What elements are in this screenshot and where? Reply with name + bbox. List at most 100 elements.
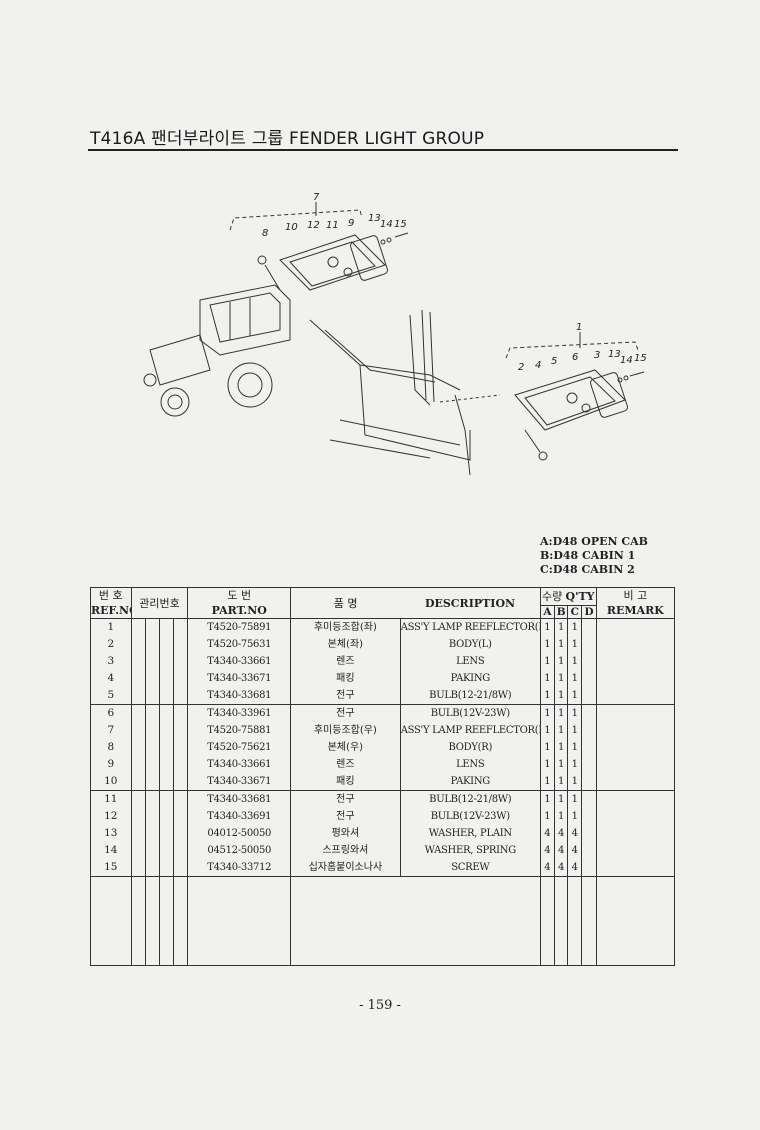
part-no-cell: 04512-50050: [187, 842, 292, 859]
qty-d-cell: [581, 704, 597, 722]
mgmt-cell: [173, 636, 189, 653]
mgmt-cell: [144, 670, 161, 687]
name-kor-cell: 본체(우): [290, 739, 401, 756]
part-no-cell: T4340-33691: [187, 808, 292, 825]
qty-d-cell: [581, 653, 597, 670]
ref-cell: 6: [90, 704, 132, 722]
model-legend: A:D48 OPEN CAB B:D48 CABIN 1 C:D48 CABIN…: [540, 535, 648, 577]
mgmt-cell: [173, 825, 189, 842]
mgmt-cell: [159, 687, 175, 705]
qty-c-cell: 1: [567, 687, 583, 705]
remark-cell: [595, 859, 676, 877]
callout-8: 8: [262, 228, 268, 239]
qty-c-cell: 1: [567, 739, 583, 756]
name-kor-cell: 십자홈붙이소나사: [290, 859, 401, 877]
description-cell: SCREW: [399, 859, 541, 877]
callout-12: 12: [307, 220, 320, 231]
description-cell: PAKING: [399, 773, 541, 791]
mgmt-cell: [159, 739, 175, 756]
mgmt-cell: [130, 859, 146, 877]
name-kor-cell: 평와셔: [290, 825, 401, 842]
qty-b-cell: 1: [554, 704, 569, 722]
mgmt-cell: [144, 618, 161, 636]
mgmt-cell: [173, 790, 189, 808]
mgmt-cell: [173, 618, 189, 636]
qty-b-cell: [554, 876, 569, 966]
qty-a-cell: 4: [539, 825, 556, 842]
mgmt-cell: [159, 756, 175, 773]
mgmt-cell: [130, 636, 146, 653]
ref-cell: 8: [90, 739, 132, 756]
qty-c-cell: 1: [567, 670, 583, 687]
qty-d-cell: [581, 722, 597, 739]
parts-table: 번 호 REF.NO 관리번호 도 번 PART.NO 품 명 DESCRIPT…: [90, 587, 676, 966]
header-mgmt-no: 관리번호: [130, 587, 189, 619]
qty-b-cell: 1: [554, 722, 569, 739]
ref-cell: 5: [90, 687, 132, 705]
callout-3: 3: [594, 350, 600, 361]
mgmt-cell: [159, 859, 175, 877]
header-qty-c: C: [567, 604, 583, 620]
mgmt-cell: [159, 636, 175, 653]
callout-15b: 15: [634, 353, 647, 364]
callout-6: 6: [572, 352, 578, 363]
legend-item-b: B:D48 CABIN 1: [540, 549, 636, 562]
callout-14b: 14: [620, 355, 633, 366]
qty-d-cell: [581, 842, 597, 859]
ref-cell: [90, 876, 132, 966]
qty-d-cell: [581, 756, 597, 773]
qty-a-cell: [539, 876, 556, 966]
qty-d-cell: [581, 670, 597, 687]
description-cell: BULB(12-21/8W): [399, 790, 541, 808]
mgmt-cell: [144, 636, 161, 653]
mgmt-cell: [173, 670, 189, 687]
mgmt-cell: [144, 739, 161, 756]
description-cell: PAKING: [399, 670, 541, 687]
ref-cell: 10: [90, 773, 132, 791]
part-no-cell: T4340-33961: [187, 704, 292, 722]
name-kor-cell: 전구: [290, 704, 401, 722]
qty-a-cell: 1: [539, 773, 556, 791]
name-kor-cell: 렌즈: [290, 653, 401, 670]
qty-a-cell: 1: [539, 704, 556, 722]
name-kor-cell: 전구: [290, 687, 401, 705]
description-cell: BULB(12V-23W): [399, 808, 541, 825]
mgmt-cell: [130, 618, 146, 636]
remark-cell: [595, 618, 676, 636]
mgmt-cell: [173, 773, 189, 791]
ref-cell: 4: [90, 670, 132, 687]
exploded-view-diagram: 7 8 10 12 11 9 13 14 15 1 2 4 5 6 3 13 1…: [143, 192, 647, 476]
qty-c-cell: 4: [567, 859, 583, 877]
ref-cell: 7: [90, 722, 132, 739]
qty-b-cell: 1: [554, 756, 569, 773]
qty-c-cell: 1: [567, 704, 583, 722]
description-cell: BULB(12-21/8W): [399, 687, 541, 705]
description-cell: WASHER, SPRING: [399, 842, 541, 859]
qty-a-cell: 1: [539, 739, 556, 756]
mgmt-cell: [173, 687, 189, 705]
name-kor-cell: 전구: [290, 790, 401, 808]
qty-c-cell: 1: [567, 808, 583, 825]
qty-b-cell: 4: [554, 825, 569, 842]
callout-10: 10: [285, 222, 298, 233]
qty-d-cell: [581, 825, 597, 842]
remark-cell: [595, 636, 676, 653]
qty-d-cell: [581, 636, 597, 653]
name-kor-cell: 후미등조합(좌): [290, 618, 401, 636]
mgmt-cell: [173, 756, 189, 773]
qty-b-cell: 1: [554, 808, 569, 825]
mgmt-cell: [130, 808, 146, 825]
part-no-cell: 04012-50050: [187, 825, 292, 842]
qty-b-cell: 1: [554, 773, 569, 791]
ref-cell: 12: [90, 808, 132, 825]
qty-d-cell: [581, 790, 597, 808]
callout-2: 2: [518, 362, 524, 373]
remark-cell: [595, 876, 676, 966]
